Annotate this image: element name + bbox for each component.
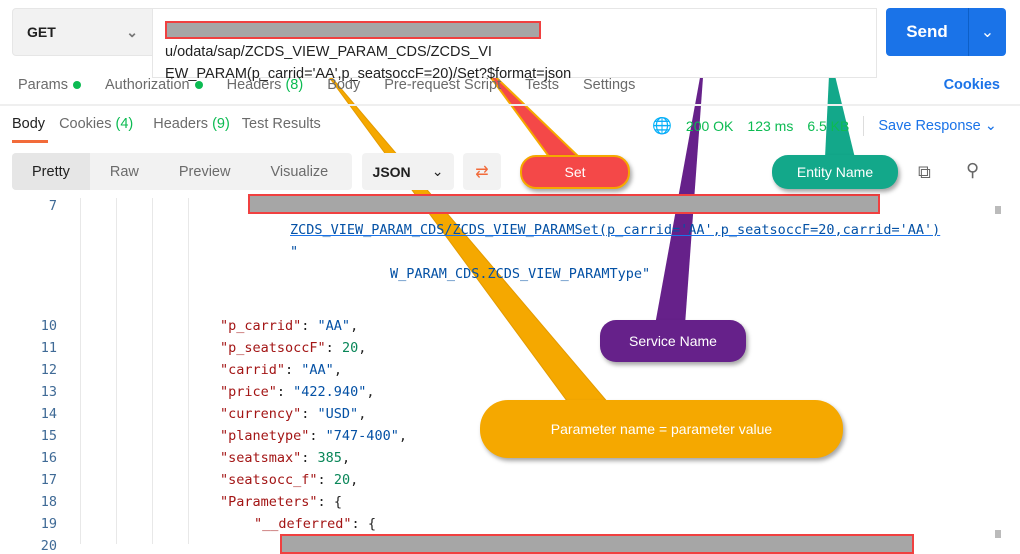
line-number: 15 <box>40 428 57 444</box>
redacted-host <box>165 21 541 40</box>
cookies-link[interactable]: Cookies <box>943 77 1000 93</box>
tab-test-results[interactable]: Test Results <box>241 116 321 132</box>
tab-pre-request-script[interactable]: Pre-request Script <box>384 77 502 93</box>
annotation-entity-name: Entity Name <box>772 155 898 189</box>
line-number: 16 <box>40 450 57 466</box>
line-number: 12 <box>40 362 57 378</box>
divider <box>0 104 1020 106</box>
chevron-down-icon: ⌄ <box>431 163 444 179</box>
method-select[interactable]: GET⌄ <box>12 8 153 56</box>
response-body-code: 7 ZCDS_VIEW_PARAM_CDS/ZCDS_VIEW_PARAMSet… <box>12 194 1002 554</box>
tab-headers[interactable]: Headers (8) <box>226 77 304 93</box>
view-mode-selector: Pretty Raw Preview Visualize <box>12 153 352 190</box>
line-number: 18 <box>40 494 57 510</box>
chevron-down-icon[interactable]: ⌄ <box>968 8 1006 56</box>
tab-response-cookies[interactable]: Cookies (4) <box>59 116 134 132</box>
json-entry: "seatsmax": 385, <box>220 450 351 466</box>
tab-response-body[interactable]: Body <box>12 116 46 132</box>
redacted-uri <box>248 194 880 214</box>
response-tabs: Body Cookies (4) Headers (9) Test Result… <box>12 116 345 132</box>
uri-link[interactable]: ZCDS_VIEW_PARAM_CDS/ZCDS_VIEW_PARAMSet(p… <box>290 222 941 238</box>
json-entry: "p_carrid": "AA", <box>220 318 359 334</box>
tab-body[interactable]: Body <box>327 77 361 93</box>
tab-tests[interactable]: Tests <box>525 77 559 93</box>
active-tab-indicator <box>12 140 48 143</box>
line-number: 13 <box>40 384 57 400</box>
json-entry: "p_seatsoccF": 20, <box>220 340 367 356</box>
globe-icon: 🌐 <box>652 118 672 135</box>
line-number: 14 <box>40 406 57 422</box>
send-button[interactable]: Send⌄ <box>886 8 1006 56</box>
line-number: 10 <box>40 318 57 334</box>
annotation-service-name: Service Name <box>600 320 746 362</box>
line-number: 20 <box>40 538 57 554</box>
tab-params[interactable]: Params <box>18 77 81 93</box>
json-entry: "price": "422.940", <box>220 384 375 400</box>
save-response-button[interactable]: Save Response ⌄ <box>878 118 997 134</box>
view-raw[interactable]: Raw <box>109 163 139 180</box>
url-input[interactable]: u/odata/sap/ZCDS_VIEW_PARAM_CDS/ZCDS_VI … <box>152 8 877 82</box>
tab-settings[interactable]: Settings <box>582 77 636 93</box>
annotation-parameter: Parameter name = parameter value <box>480 400 843 458</box>
line-number: 19 <box>40 516 57 532</box>
view-pretty[interactable]: Pretty <box>12 153 90 190</box>
json-entry: "planetype": "747-400", <box>220 428 407 444</box>
annotation-set: Set <box>520 155 630 189</box>
status-dot <box>194 81 203 89</box>
json-entry: "Parameters": { <box>220 494 342 510</box>
line-number: 17 <box>40 472 57 488</box>
entity-pointer <box>825 55 855 158</box>
redacted-uri <box>280 534 914 554</box>
json-entry: "currency": "USD", <box>220 406 367 422</box>
json-entry: "seatsocc_f": 20, <box>220 472 359 488</box>
json-entry: "carrid": "AA", <box>220 362 342 378</box>
line-number: 11 <box>40 340 57 356</box>
request-tabs: Params Authorization Headers (8) Body Pr… <box>18 77 659 93</box>
view-visualize[interactable]: Visualize <box>270 163 329 180</box>
response-status: 🌐 200 OK 123 ms 6.5 KB Save Response ⌄ <box>652 116 997 136</box>
service-pointer <box>655 50 705 325</box>
json-entry: "__deferred": { <box>254 516 376 532</box>
chevron-down-icon: ⌄ <box>126 23 138 40</box>
status-dot <box>72 81 81 89</box>
view-preview[interactable]: Preview <box>178 163 231 180</box>
scrollbar[interactable] <box>995 200 1003 540</box>
copy-icon[interactable]: ⧉ <box>918 162 931 182</box>
wrap-lines-icon[interactable]: ⇄ <box>463 153 501 190</box>
search-icon[interactable]: ⚲ <box>966 160 980 180</box>
tab-response-headers[interactable]: Headers (9) <box>153 116 230 132</box>
tab-authorization[interactable]: Authorization <box>105 77 203 93</box>
format-select[interactable]: JSON⌄ <box>362 153 454 190</box>
